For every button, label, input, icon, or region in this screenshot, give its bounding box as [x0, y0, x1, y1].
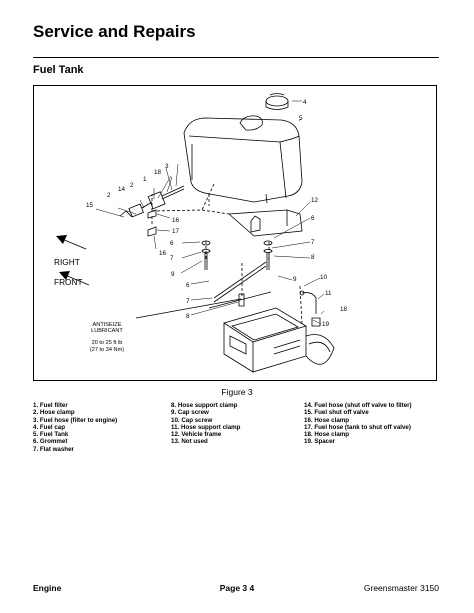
callout-11: 11	[325, 290, 332, 297]
callout-6: 6	[311, 215, 315, 222]
callout-4: 4	[303, 99, 307, 106]
legend-item: 5. Fuel Tank	[33, 431, 69, 439]
callout-2b: 2	[130, 182, 134, 189]
callout-12: 12	[311, 197, 319, 204]
callout-9: 9	[293, 276, 297, 283]
callout-10: 10	[320, 274, 328, 281]
callout-2: 2	[107, 192, 111, 199]
legend-item: 16. Hose clamp	[304, 416, 350, 424]
antiseize-label-1: ANTISEIZE	[93, 322, 122, 328]
antiseize-label-2: LUBRICANT	[91, 328, 123, 334]
legend-column-2: 8. Hose support clamp 9. Cap screw 10. C…	[171, 402, 240, 446]
legend-item: 7. Flat washer	[33, 445, 74, 453]
legend-item: 17. Fuel hose (tank to shut off valve)	[304, 423, 411, 431]
legend-item: 1. Fuel filter	[33, 402, 68, 409]
callout-6b: 6	[170, 240, 174, 247]
callout-16: 16	[172, 217, 180, 224]
footer-product: Greensmaster 3150	[363, 583, 439, 593]
title-rule	[33, 57, 439, 58]
callout-8b: 8	[186, 313, 190, 320]
callout-15: 15	[86, 202, 94, 209]
callout-labels: 4 5 12 6 7 8 9 10 11 18 19 15 2 14 2 1 1…	[86, 99, 348, 328]
footer-page-number: Page 3 4	[219, 583, 255, 593]
callout-6c: 6	[186, 282, 190, 289]
legend-column-3: 14. Fuel hose (shut off valve to filter)…	[304, 402, 412, 446]
callout-18: 18	[340, 306, 348, 313]
callout-7: 7	[311, 239, 315, 246]
legend-item: 9. Cap screw	[171, 409, 209, 417]
legend-item: 18. Hose clamp	[304, 431, 350, 439]
page-title: Service and Repairs	[33, 22, 196, 41]
legend-item: 13. Not used	[171, 438, 208, 446]
legend-item: 6. Grommet	[33, 438, 68, 446]
torque-spec-1: 20 to 25 ft lb	[92, 340, 123, 346]
legend-item: 10. Cap screw	[171, 416, 213, 424]
legend-item: 2. Hose clamp	[33, 409, 75, 417]
figure-frame: 4 5 12 6 7 8 9 10 11 18 19 15 2 14 2 1 1…	[33, 85, 437, 381]
footer-section: Engine	[33, 583, 62, 593]
figure-caption: Figure 3	[221, 387, 253, 397]
callout-9b: 9	[171, 271, 175, 278]
legend-column-1: 1. Fuel filter 2. Hose clamp 3. Fuel hos…	[33, 402, 117, 453]
callout-1: 1	[143, 176, 147, 183]
callout-14: 14	[118, 186, 126, 193]
callout-8: 8	[311, 254, 315, 261]
callout-16b: 16	[159, 250, 167, 257]
front-label: FRONT	[54, 277, 83, 287]
callout-3: 3	[165, 163, 169, 170]
legend-item: 8. Hose support clamp	[171, 402, 238, 409]
torque-spec-2: (27 to 34 Nm)	[90, 347, 124, 353]
callout-17: 17	[172, 228, 180, 235]
callout-7c: 7	[186, 298, 190, 305]
legend-item: 11. Hose support clamp	[171, 423, 241, 431]
legend-item: 3. Fuel hose (filter to engine)	[33, 416, 118, 424]
legend-item: 15. Fuel shut off valve	[304, 409, 369, 417]
callout-19: 19	[322, 321, 330, 328]
legend-item: 4. Fuel cap	[33, 423, 65, 431]
section-heading: Fuel Tank	[33, 64, 84, 76]
right-label: RIGHT	[54, 257, 80, 267]
legend-item: 14. Fuel hose (shut off valve to filter)	[304, 402, 412, 409]
fuel-tank-diagram: 4 5 12 6 7 8 9 10 11 18 19 15 2 14 2 1 1…	[54, 93, 348, 373]
callout-7b: 7	[170, 255, 174, 262]
legend-item: 19. Spacer	[304, 438, 335, 446]
callout-18b: 18	[154, 169, 162, 176]
callout-5: 5	[299, 115, 303, 122]
legend-item: 12. Vehicle frame	[171, 431, 222, 439]
